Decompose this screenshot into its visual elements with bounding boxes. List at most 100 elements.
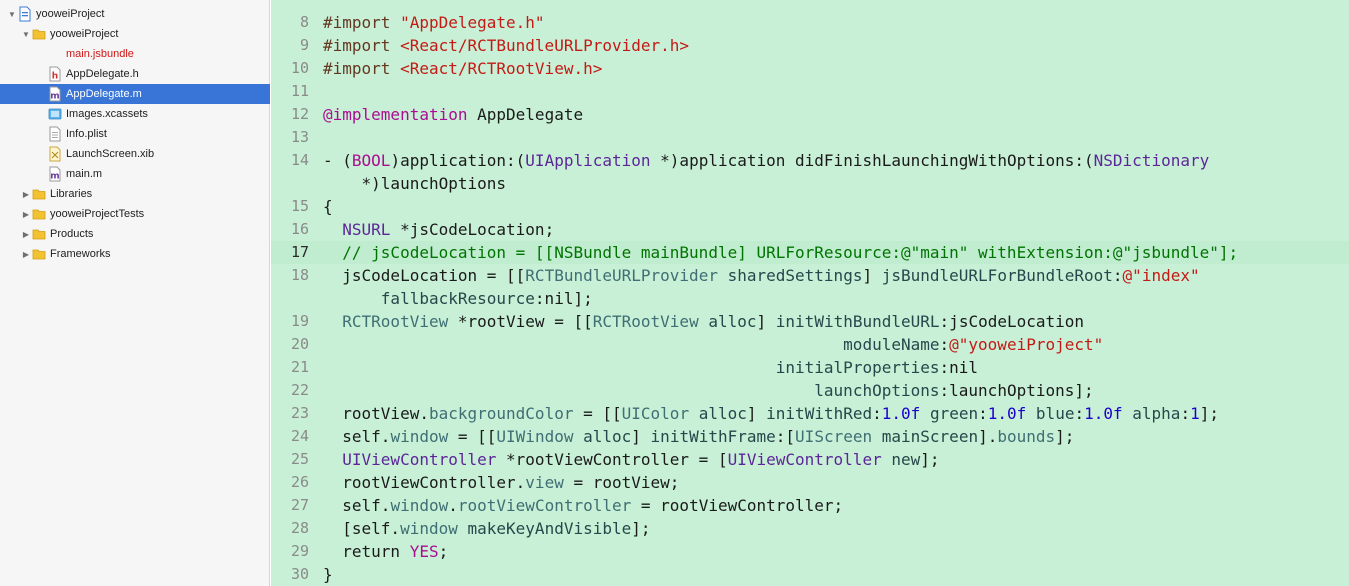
- code-line[interactable]: 20 moduleName:@"yooweiProject": [271, 333, 1349, 356]
- code-token: mainScreen: [881, 427, 979, 446]
- code-line[interactable]: 29 return YES;: [271, 540, 1349, 563]
- line-number: 8: [299, 13, 309, 31]
- line-number: 18: [290, 266, 309, 284]
- code-line[interactable]: 28 [self.window makeKeyAndVisible];: [271, 517, 1349, 540]
- line-number: 12: [290, 105, 309, 123]
- code-line[interactable]: 27 self.window.rootViewController = root…: [271, 494, 1349, 517]
- line-number: 10: [290, 59, 309, 77]
- source-editor[interactable]: 8#import "AppDelegate.h"9#import <React/…: [271, 0, 1349, 586]
- code-text: @implementation AppDelegate: [323, 103, 583, 126]
- code-token: *rootView = [[: [448, 312, 593, 331]
- code-token: [1026, 404, 1036, 423]
- code-token: window: [390, 427, 449, 446]
- code-line[interactable]: 8#import "AppDelegate.h": [271, 11, 1349, 34]
- code-token: NSURL: [342, 220, 391, 239]
- navigator-item[interactable]: ▶Frameworks: [0, 244, 270, 264]
- code-line[interactable]: 26 rootViewController.view = rootView;: [271, 471, 1349, 494]
- navigator-item-label: Libraries: [50, 188, 93, 200]
- navigator-item[interactable]: ▼yooweiProject: [0, 4, 270, 24]
- code-text: launchOptions:launchOptions];: [323, 379, 1093, 402]
- code-line[interactable]: fallbackResource:nil];: [271, 287, 1349, 310]
- code-token: ;: [438, 542, 449, 561]
- code-token: ];: [1199, 404, 1219, 423]
- code-token: [882, 450, 892, 469]
- disclosure-open-icon[interactable]: ▼: [8, 9, 16, 19]
- code-token: makeKeyAndVisible: [467, 519, 632, 538]
- navigator-item[interactable]: ▶yooweiProjectTests: [0, 204, 270, 224]
- code-line[interactable]: 24 self.window = [[UIWindow alloc] initW…: [271, 425, 1349, 448]
- code-token: ]: [746, 404, 767, 423]
- disclosure-open-icon[interactable]: ▼: [22, 29, 30, 39]
- code-line[interactable]: 12 @implementation AppDelegate: [271, 103, 1349, 126]
- navigator-item[interactable]: ▶Products: [0, 224, 270, 244]
- code-token: alpha: [1132, 404, 1181, 423]
- folder-icon: [32, 186, 46, 202]
- code-line[interactable]: 21 initialProperties:nil: [271, 356, 1349, 379]
- code-token: :: [939, 335, 950, 354]
- code-token: [323, 220, 342, 239]
- code-text: NSURL *jsCodeLocation;: [323, 218, 554, 241]
- code-token: BOOL: [351, 151, 391, 170]
- code-text: #import <React/RCTBundleURLProvider.h>: [323, 34, 689, 57]
- disclosure-closed-icon[interactable]: ▶: [22, 189, 30, 199]
- code-token: YES: [409, 542, 439, 561]
- line-number: 25: [290, 450, 309, 468]
- blank-icon: [48, 46, 62, 62]
- navigator-item[interactable]: Images.xcassets: [0, 104, 270, 124]
- code-token: view: [525, 473, 564, 492]
- code-line[interactable]: 22 launchOptions:launchOptions];: [271, 379, 1349, 402]
- code-line[interactable]: 15 {: [271, 195, 1349, 218]
- code-line[interactable]: 10#import <React/RCTRootView.h>: [271, 57, 1349, 80]
- line-number: 14: [290, 151, 309, 169]
- code-token: moduleName: [843, 335, 940, 354]
- code-token: initWithFrame: [650, 427, 776, 446]
- navigator-item[interactable]: LaunchScreen.xib: [0, 144, 270, 164]
- code-line[interactable]: 25 UIViewController *rootViewController …: [271, 448, 1349, 471]
- header-file-icon: h: [48, 66, 62, 82]
- code-token: fallbackResource: [380, 289, 535, 308]
- code-token: ];: [631, 519, 651, 538]
- line-number: 27: [290, 496, 309, 514]
- code-line[interactable]: 18 jsCodeLocation = [[RCTBundleURLProvid…: [271, 264, 1349, 287]
- code-line[interactable]: 14- (BOOL)application:(UIApplication *)a…: [271, 149, 1349, 172]
- navigator-item[interactable]: Info.plist: [0, 124, 270, 144]
- code-token: #import: [323, 59, 401, 78]
- disclosure-closed-icon[interactable]: ▶: [22, 209, 30, 219]
- code-line[interactable]: 17 // jsCodeLocation = [[NSBundle mainBu…: [271, 241, 1349, 264]
- code-line[interactable]: 11: [271, 80, 1349, 103]
- code-token: initWithBundleURL: [775, 312, 940, 331]
- code-token: // jsCodeLocation = [[NSBundle mainBundl…: [323, 243, 1239, 262]
- line-number: 15: [290, 197, 309, 215]
- code-text: self.window = [[UIWindow alloc] initWith…: [323, 425, 1074, 448]
- code-line[interactable]: 16 NSURL *jsCodeLocation;: [271, 218, 1349, 241]
- code-text: initialProperties:nil: [323, 356, 978, 379]
- navigator-item[interactable]: ▶ Libraries: [0, 184, 270, 204]
- navigator-item[interactable]: ▼yooweiProject: [0, 24, 270, 44]
- code-line[interactable]: 9#import <React/RCTBundleURLProvider.h>: [271, 34, 1349, 57]
- code-line[interactable]: 23 rootView.backgroundColor = [[UIColor …: [271, 402, 1349, 425]
- code-text: {: [323, 195, 333, 218]
- code-token: rootViewController: [457, 496, 632, 515]
- code-token: AppDelegate: [467, 105, 584, 124]
- code-line[interactable]: 13: [271, 126, 1349, 149]
- disclosure-closed-icon[interactable]: ▶: [22, 249, 30, 259]
- code-line[interactable]: *)launchOptions: [271, 172, 1349, 195]
- disclosure-closed-icon[interactable]: ▶: [22, 229, 30, 239]
- code-token: *)application didFinishLaunchingWithOpti…: [650, 151, 1094, 170]
- code-token: UIScreen: [795, 427, 873, 446]
- code-token: self.: [323, 427, 391, 446]
- navigator-item[interactable]: main.jsbundle: [0, 44, 270, 64]
- code-token: 1.0f: [987, 404, 1027, 423]
- code-line[interactable]: 30}: [271, 563, 1349, 586]
- implementation-file-icon: m: [48, 166, 62, 182]
- code-text: rootViewController.view = rootView;: [323, 471, 679, 494]
- code-token: [323, 358, 776, 377]
- navigator-item-label: main.jsbundle: [66, 48, 134, 60]
- code-token: RCTRootView: [342, 312, 449, 331]
- code-token: [920, 404, 930, 423]
- code-line[interactable]: 19 RCTRootView *rootView = [[RCTRootView…: [271, 310, 1349, 333]
- code-token: UIWindow: [496, 427, 574, 446]
